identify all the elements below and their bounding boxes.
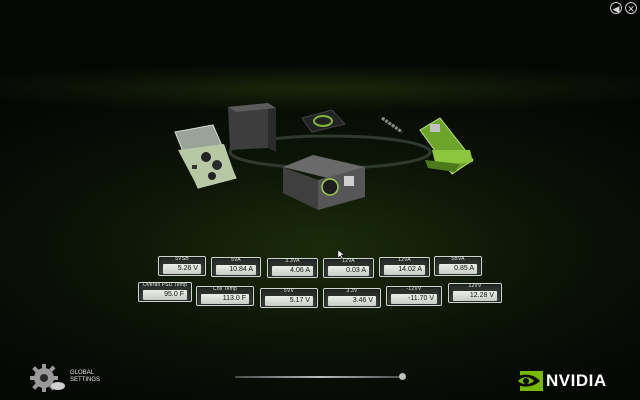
io-board-model[interactable]: [174, 124, 237, 189]
readout-label: Overall PSU Temp: [142, 282, 188, 288]
readout-label: 12VV: [468, 283, 482, 289]
readout-label: -12VV: [406, 286, 422, 292]
global-settings-button[interactable]: GLOBAL SETTINGS: [28, 364, 108, 392]
readout-value: 5.17 V: [265, 296, 313, 306]
global-settings-label-line2: SETTINGS: [70, 377, 101, 383]
view-slider-track[interactable]: [235, 376, 405, 378]
readout-label: Coil Temp: [213, 286, 237, 292]
readout-value: 12.28 V: [453, 291, 497, 301]
background-glow: [0, 58, 640, 118]
readout-tile: 12VA 0.03 A: [323, 258, 374, 278]
readout-tile: Coil Temp 113.0 F: [196, 286, 254, 306]
nvidia-wordmark: NVIDIA: [546, 371, 607, 390]
readout-value: -11.70 V: [391, 294, 437, 304]
readout-value: 4.06 A: [272, 266, 313, 276]
readout-value: 14.02 A: [384, 265, 425, 275]
power-supply-model[interactable]: [283, 155, 365, 210]
readout-value: 0.85 A: [439, 264, 477, 274]
readout-tile: 5VSB 5.26 V: [158, 256, 206, 276]
readout-label: 5VA: [231, 257, 241, 263]
readout-label: 5BVA: [451, 256, 465, 262]
readout-value: 0.03 A: [328, 266, 369, 276]
readout-value: 95.0 F: [143, 290, 187, 300]
view-slider-knob[interactable]: [399, 373, 406, 380]
readout-tile: 12VA 14.02 A: [379, 257, 430, 277]
global-settings-label-line1: GLOBAL: [70, 370, 95, 376]
readout-tile: 5VV 5.17 V: [260, 288, 318, 308]
readout-value: 113.0 F: [201, 294, 249, 304]
cable-model[interactable]: [381, 116, 403, 134]
readout-tile: Overall PSU Temp 95.0 F: [138, 282, 192, 302]
readout-tile: 5BVA 0.85 A: [434, 256, 482, 276]
nvidia-logo: NVIDIA: [510, 370, 625, 392]
mouse-cursor-icon: [338, 250, 345, 260]
readout-tile: 5VA 10.84 A: [211, 257, 261, 277]
readout-tile: 12VV 12.28 V: [448, 283, 502, 303]
back-button[interactable]: ◀: [610, 2, 622, 14]
readout-tile: 3.3V 3.46 V: [323, 288, 381, 308]
readout-label: 12VA: [342, 258, 355, 264]
readout-label: 12VA: [398, 257, 411, 263]
readout-value: 5.26 V: [163, 264, 201, 274]
readout-value: 10.84 A: [216, 265, 256, 275]
readout-value: 3.46 V: [328, 296, 376, 306]
fan-unit-model[interactable]: [301, 109, 346, 133]
readout-label: 3.3V: [346, 288, 358, 294]
nvidia-eye-icon: [512, 371, 543, 391]
readout-tile: -12VV -11.70 V: [386, 286, 442, 306]
close-button[interactable]: ✕: [625, 2, 637, 14]
readout-label: 5VV: [283, 288, 295, 294]
readout-label: 5VSB: [175, 256, 189, 262]
readout-tile: 3.3VA 4.06 A: [267, 258, 318, 278]
psu-case-model[interactable]: [228, 103, 276, 152]
component-scene: [174, 103, 474, 210]
readout-label: 3.3VA: [285, 258, 300, 264]
gear-icon: [30, 364, 65, 392]
gpu-card-model[interactable]: [419, 117, 474, 175]
